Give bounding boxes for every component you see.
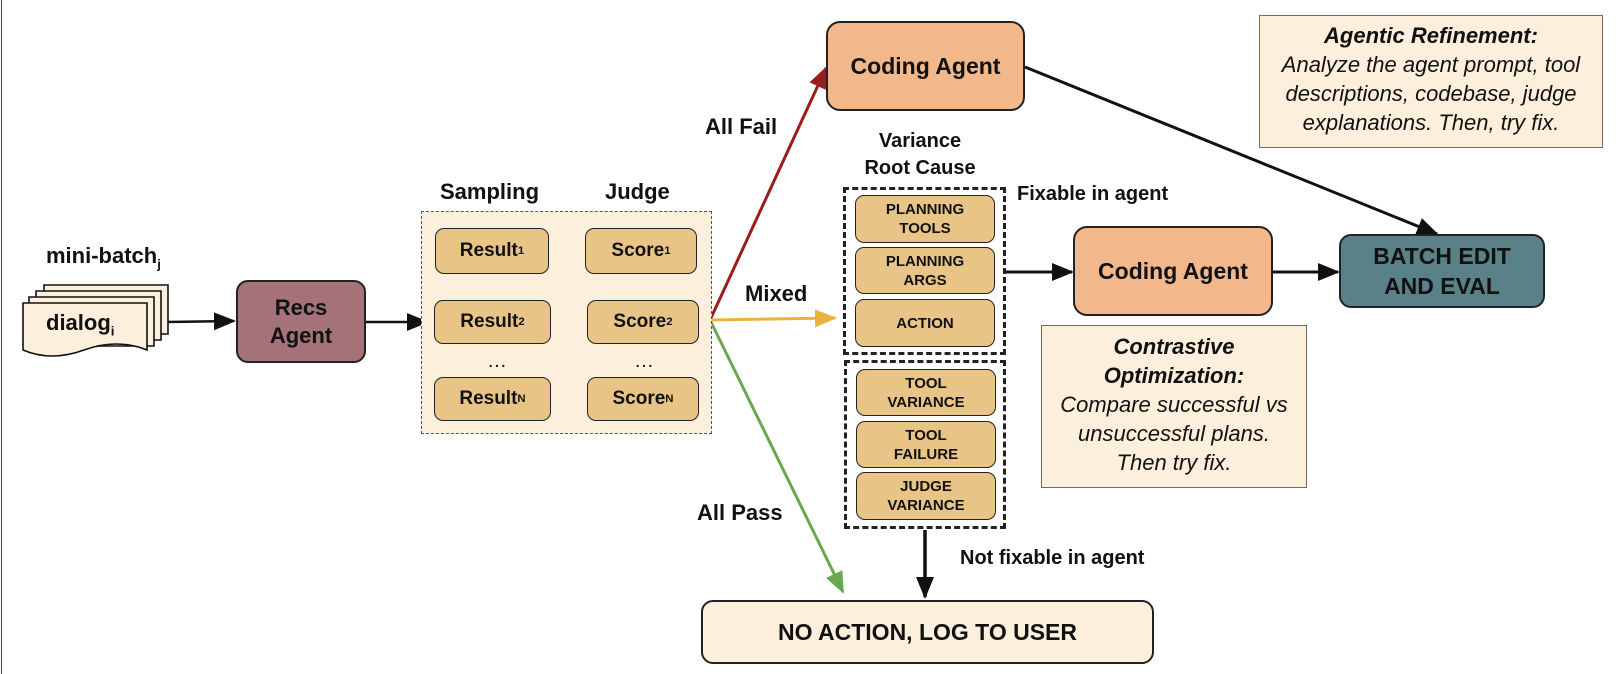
result-1-label: Result <box>459 240 518 261</box>
arrow-coding-top-batch <box>1024 65 1439 236</box>
fixable-item-action: ACTION <box>855 299 995 347</box>
fixable-item-1-l2: ARGS <box>903 271 947 289</box>
unfixable-item-2-l2: VARIANCE <box>887 497 965 514</box>
result-n-label: Result <box>459 388 518 409</box>
agentic-note-line-0: Analyze the agent prompt, tool <box>1281 52 1581 77</box>
contrastive-note-title2: Optimization: <box>1103 363 1245 388</box>
dialog-stack-icon <box>22 284 169 357</box>
variance-title-line2: Root Cause <box>864 157 976 179</box>
result-n-sub: N <box>517 393 526 405</box>
unfixable-item-0-l1: TOOL <box>905 374 947 392</box>
mixed-label: Mixed <box>745 281 808 306</box>
ellipsis-results: … <box>487 350 507 372</box>
frame-line <box>1 0 2 674</box>
unfixable-item-judge-variance: JUDGE VARIANCE <box>856 472 996 520</box>
batch-edit-line2: AND EVAL <box>1384 273 1500 299</box>
fixable-item-planning-tools: PLANNING TOOLS <box>855 195 995 243</box>
contrastive-note-title1: Contrastive <box>1113 334 1235 359</box>
arrow-mixed <box>710 309 837 328</box>
coding-agent-mid: Coding Agent <box>1073 226 1273 316</box>
arrow-all-fail <box>709 66 828 319</box>
fixable-label: Fixable in agent <box>1017 183 1169 205</box>
no-action-node: NO ACTION, LOG TO USER <box>701 600 1154 664</box>
contrastive-optimization-note: Contrastive Optimization: Compare succes… <box>1041 325 1307 488</box>
variance-title-line1: Variance <box>878 130 962 152</box>
dialog-text: dialog <box>46 310 111 335</box>
coding-agent-top: Coding Agent <box>826 21 1025 111</box>
variance-title: Variance Root Cause <box>830 128 1010 182</box>
score-1-label: Score <box>611 240 665 261</box>
contrastive-note-line-0: Compare successful vs <box>1060 392 1288 417</box>
minibatch-sub: j <box>157 256 161 272</box>
agentic-note-title: Agentic Refinement: <box>1324 23 1538 48</box>
agentic-note-line-1: descriptions, codebase, judge <box>1285 81 1577 106</box>
score-2-label: Score <box>613 311 667 332</box>
dialog-label: dialogi <box>46 310 114 338</box>
recs-agent-line1: Recs <box>274 294 328 320</box>
minibatch-label: mini-batchj <box>46 243 161 271</box>
judge-header: Judge <box>605 179 670 204</box>
batch-edit-line1: BATCH EDIT <box>1373 243 1511 269</box>
unfixable-item-1-l1: TOOL <box>905 426 947 444</box>
arrow-all-pass <box>709 321 845 594</box>
not-fixable-label: Not fixable in agent <box>960 547 1145 569</box>
unfixable-item-1-l2: FAILURE <box>893 445 959 463</box>
score-2-sub: 2 <box>666 316 673 328</box>
agentic-refinement-note: Agentic Refinement: Analyze the agent pr… <box>1259 15 1603 148</box>
all-fail-label: All Fail <box>705 114 778 139</box>
fixable-item-planning-args: PLANNING ARGS <box>855 247 995 294</box>
fixable-item-0-l2: TOOLS <box>899 220 951 237</box>
score-n-sub: N <box>665 393 674 405</box>
recs-agent-node: Recs Agent <box>236 280 366 363</box>
result-2-label: Result <box>460 311 519 332</box>
minibatch-text: mini-batch <box>46 243 158 268</box>
fixable-item-2-l1: ACTION <box>896 314 954 332</box>
ellipsis-scores: … <box>634 350 654 372</box>
sampling-header: Sampling <box>440 179 540 204</box>
result-2-sub: 2 <box>518 316 525 328</box>
result-1-sub: 1 <box>517 245 525 257</box>
unfixable-group <box>844 360 1006 529</box>
batch-edit-node: BATCH EDIT AND EVAL <box>1339 234 1545 308</box>
score-1-sub: 1 <box>664 245 671 257</box>
unfixable-item-0-l2: VARIANCE <box>887 393 965 411</box>
agentic-note-line-2: explanations. Then, try fix. <box>1302 110 1560 135</box>
arrow-dialog-recs <box>166 312 236 331</box>
unfixable-item-tool-failure: TOOL FAILURE <box>856 421 996 468</box>
all-pass-label: All Pass <box>697 500 783 525</box>
fixable-item-1-l1: PLANNING <box>885 252 965 270</box>
unfixable-item-2-l1: JUDGE <box>900 478 952 495</box>
unfixable-item-tool-variance: TOOL VARIANCE <box>856 369 996 416</box>
fixable-group <box>843 187 1006 355</box>
fixable-item-0-l1: PLANNING <box>885 201 965 218</box>
recs-agent-line2: Agent <box>269 322 333 348</box>
dialog-stack: dialogi <box>22 284 172 364</box>
score-n-label: Score <box>612 388 666 409</box>
contrastive-note-line-1: unsuccessful plans. <box>1078 421 1270 446</box>
contrastive-note-line-2: Then try fix. <box>1116 450 1232 475</box>
dialog-sub: i <box>110 323 115 339</box>
